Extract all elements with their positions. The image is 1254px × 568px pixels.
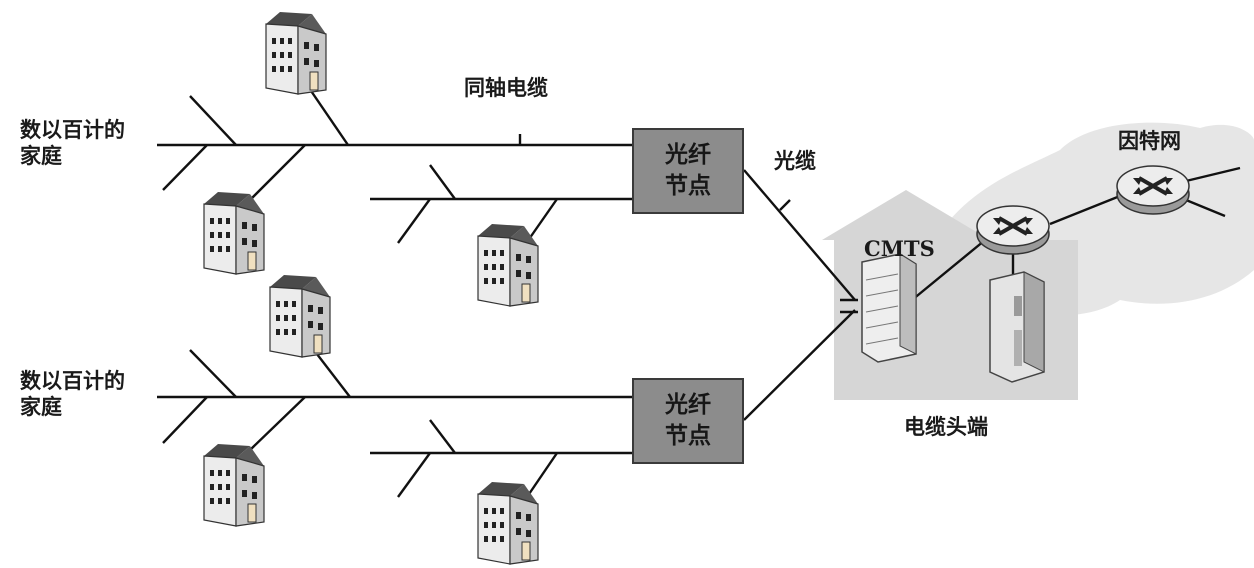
fiber-node-label: 光纤 节点 — [665, 141, 711, 199]
house-icon — [265, 11, 327, 95]
server-icon — [989, 271, 1045, 383]
cmts-label: CMTS — [864, 236, 935, 261]
homes-label-bottom: 数以百计的 家庭 — [20, 369, 125, 420]
headend-links — [911, 166, 1241, 301]
coax-label: 同轴电缆 — [464, 76, 548, 100]
internet-label: 因特网 — [1118, 129, 1181, 153]
fiber-node-bottom: 光纤 节点 — [632, 378, 744, 464]
fiber-links — [743, 169, 858, 421]
router-icon — [975, 204, 1051, 256]
fiber-node-top: 光纤 节点 — [632, 128, 744, 214]
coax-tree-top — [157, 84, 632, 244]
house-icon — [203, 191, 265, 275]
fiber-node-label: 光纤 节点 — [665, 391, 711, 449]
fiber-label: 光缆 — [774, 149, 816, 173]
headend-label: 电缆头端 — [904, 415, 988, 439]
router-icon — [1115, 164, 1191, 216]
coax-tree-bottom — [157, 344, 632, 498]
homes-label-top: 数以百计的 家庭 — [20, 118, 125, 169]
cmts-rack-icon — [861, 253, 917, 363]
house-icon — [477, 481, 539, 565]
house-icon — [477, 223, 539, 307]
house-icon — [203, 443, 265, 527]
house-icon — [269, 274, 331, 358]
